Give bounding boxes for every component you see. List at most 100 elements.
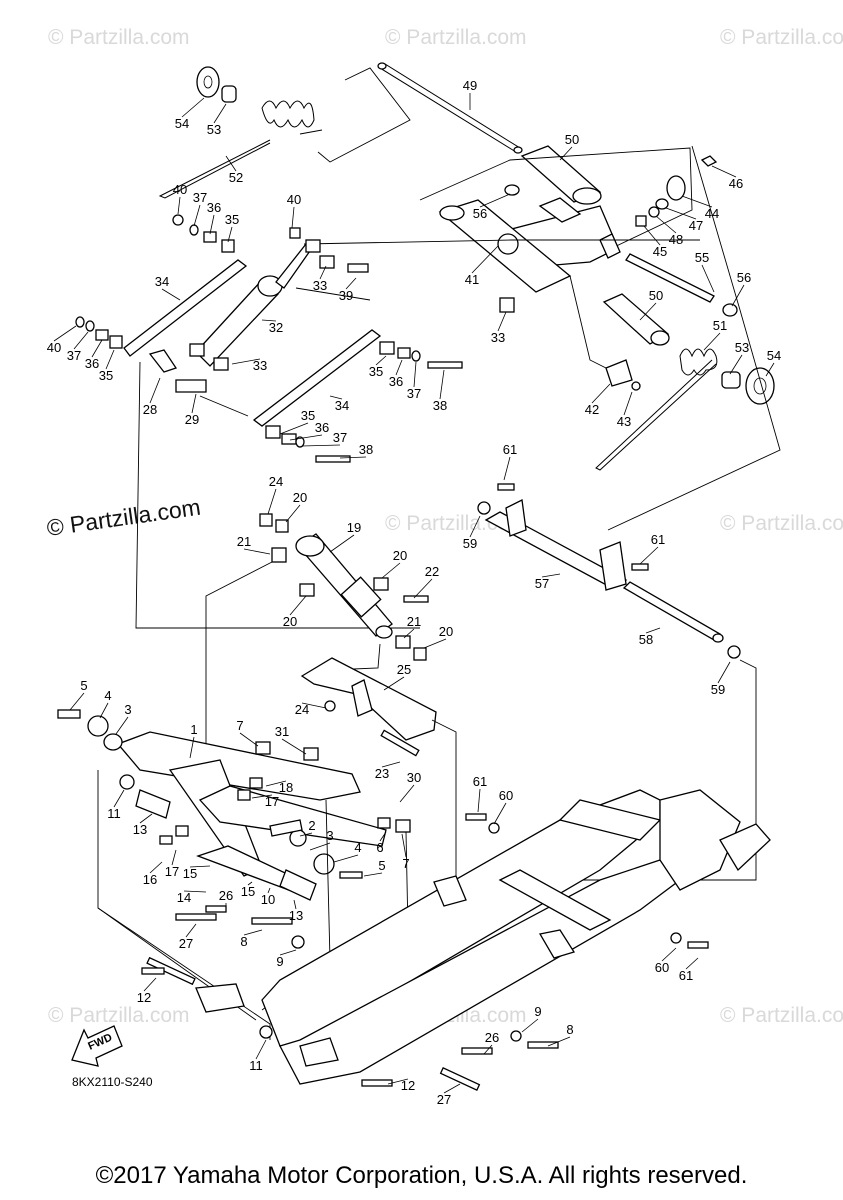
part-number-47: 47 [689,218,703,233]
part-number-7: 7 [402,856,409,871]
part-number-56: 56 [473,206,487,221]
leader-line [681,195,713,208]
part-number-8: 8 [240,934,247,949]
leader-line [301,444,341,447]
part-number-37: 37 [407,386,421,401]
part-number-20: 20 [283,614,297,629]
part-number-2: 2 [308,818,315,833]
part-number-35: 35 [369,364,383,379]
leader-line [53,325,77,342]
part-number-36: 36 [85,356,99,371]
part-number-11: 11 [249,1058,263,1073]
leader-line [483,1044,493,1055]
part-number-16: 16 [143,872,157,887]
part-number-5: 5 [378,858,385,873]
leader-line [289,595,307,616]
part-number-6: 6 [376,840,383,855]
part-number-31: 31 [275,724,289,739]
part-number-59: 59 [463,536,477,551]
part-number-17: 17 [165,864,179,879]
link-rods-group [75,214,700,629]
part-number-59: 59 [711,682,725,697]
leader-line [279,949,297,956]
part-number-27: 27 [437,1092,451,1107]
leader-line [387,1078,409,1085]
leader-line [227,226,233,243]
part-number-61: 61 [503,442,517,457]
leader-line [265,780,287,787]
leader-line [161,288,181,301]
leader-line [381,761,401,768]
leader-line [479,193,511,208]
part-number-46: 46 [729,176,743,191]
leader-line [333,854,359,863]
leader-line [73,331,89,350]
leader-line [267,488,277,515]
leader-line [665,207,697,220]
part-number-54: 54 [767,348,781,363]
leader-line [345,277,357,290]
part-number-37: 37 [333,430,347,445]
shaft-group-top [317,62,781,531]
part-number-30: 30 [407,770,421,785]
part-number-51: 51 [713,318,727,333]
leader-line [731,284,745,307]
part-number-36: 36 [389,374,403,389]
leader-line [639,302,657,321]
part-number-39: 39 [339,288,353,303]
part-number-9: 9 [534,1004,541,1019]
part-number-32: 32 [269,320,283,335]
leader-line [655,215,677,234]
leader-line [339,456,367,459]
part-number-37: 37 [67,348,81,363]
leader-line [185,923,197,938]
part-number-61: 61 [473,774,487,789]
part-number-61: 61 [651,532,665,547]
leader-line [189,865,211,868]
part-number-49: 49 [463,78,477,93]
leader-line [399,784,415,803]
leader-line [375,355,387,366]
leader-line [729,354,743,375]
part-number-54: 54 [175,116,189,131]
front-arm-assembly [57,709,411,1040]
leader-line [209,214,215,235]
leader-line [115,716,129,735]
part-number-45: 45 [653,244,667,259]
part-number-8: 8 [566,1022,573,1037]
leader-line [143,977,157,992]
part-number-15: 15 [241,884,255,899]
part-number-20: 20 [439,624,453,639]
part-number-20: 20 [393,548,407,563]
leader-line [289,434,323,441]
leader-line [149,861,163,874]
watermark: © Partzilla.com [385,26,527,49]
leader-line [493,802,507,825]
part-number-10: 10 [261,892,275,907]
leader-line [281,738,307,755]
leader-line [413,361,417,388]
part-number-56: 56 [737,270,751,285]
leader-line [189,736,195,759]
watermark: © Partzilla.com [720,1004,843,1027]
leader-line [243,548,271,555]
leader-line [299,832,313,837]
part-number-14: 14 [177,890,191,905]
part-number-9: 9 [276,954,283,969]
part-number-24: 24 [295,702,309,717]
fwd-arrow: FWD [71,1025,123,1067]
watermark-prominent: © Partzilla.com [45,494,202,541]
watermark: © Partzilla.com [720,512,843,535]
part-number-4: 4 [104,688,111,703]
part-number-50: 50 [565,132,579,147]
leader-line [413,578,433,599]
part-number-18: 18 [279,780,293,795]
part-number-15: 15 [183,866,197,881]
part-number-53: 53 [735,340,749,355]
part-number-12: 12 [137,990,151,1005]
leader-line [193,204,201,227]
part-number-29: 29 [185,412,199,427]
leader-line [401,833,407,858]
leader-line [547,1036,571,1047]
leader-line [177,196,181,215]
